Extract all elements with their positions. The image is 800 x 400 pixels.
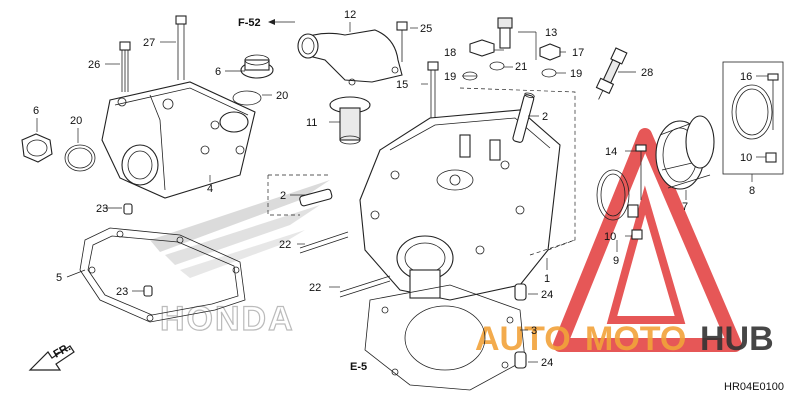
part-5-head-cover-gasket [79, 227, 246, 323]
callout-21: 21 [515, 61, 527, 73]
callout-4: 4 [207, 183, 213, 195]
part-4-head-cover [101, 81, 256, 199]
callout-2b: 2 [280, 190, 286, 202]
part-25-bolt [396, 21, 408, 62]
callout-24a: 24 [541, 289, 553, 301]
part-11-thermostat [329, 96, 371, 145]
part-28-spark-plug [595, 47, 628, 100]
site-logo-triangle [553, 128, 742, 352]
callout-9: 9 [613, 255, 619, 267]
callout-13: 13 [545, 27, 557, 39]
part-6-oil-cap-upper [240, 54, 274, 79]
part-21-washer [489, 61, 505, 71]
callout-14: 14 [605, 146, 617, 158]
site-watermark-hub: HUB [700, 320, 774, 358]
callout-24b: 24 [541, 357, 553, 369]
ref-box-top [459, 87, 576, 251]
part-20-o-ring-upper [232, 90, 262, 106]
callout-22b: 22 [309, 282, 321, 294]
diagram-code: HR04E0100 [724, 381, 784, 393]
front-direction-arrow [28, 345, 75, 371]
callout-12: 12 [344, 9, 356, 21]
callout-6a: 6 [215, 66, 221, 78]
ref-box-head [267, 174, 330, 216]
part-24-dowel-pin-2 [514, 351, 527, 369]
part-23-dowel-pin-2 [143, 285, 153, 297]
part-23-dowel-pin [123, 203, 133, 215]
callout-27: 27 [143, 37, 155, 49]
callout-25: 25 [420, 23, 432, 35]
callout-11: 11 [306, 117, 317, 129]
part-8-band-box [722, 61, 784, 175]
callout-6b: 6 [33, 105, 39, 117]
callout-26: 26 [88, 59, 100, 71]
callout-20a: 20 [276, 90, 288, 102]
part-17-cap-nut [539, 43, 561, 61]
part-6-oil-cap [21, 133, 53, 163]
callout-10b: 10 [740, 152, 752, 164]
part-22-stud [299, 231, 349, 254]
ref-f52: F-52 [238, 17, 261, 29]
part-2-pipe-left [299, 188, 333, 207]
direction-label: FR. [52, 341, 73, 360]
callout-19b: 19 [570, 68, 582, 80]
part-2-pipe [512, 92, 535, 143]
callout-3: 3 [531, 325, 537, 337]
part-13-temp-sensor [497, 17, 513, 49]
callout-5: 5 [56, 272, 62, 284]
callout-17: 17 [572, 47, 584, 59]
leader-lines [36, 22, 768, 363]
callout-7: 7 [682, 201, 688, 213]
callout-1: 1 [544, 273, 550, 285]
part-10-nut [631, 229, 643, 240]
part-24-dowel-pin [514, 283, 527, 301]
callout-23a: 23 [96, 203, 108, 215]
callout-19a: 19 [444, 71, 456, 83]
callout-22a: 22 [279, 239, 291, 251]
part-20-o-ring [64, 144, 96, 172]
f52-arrowhead [268, 19, 275, 25]
callout-20b: 20 [70, 115, 82, 127]
site-watermark-moto: MOTO [585, 320, 686, 358]
callout-28: 28 [641, 67, 653, 79]
part-9-band-assembly [596, 169, 639, 221]
callout-2a: 2 [542, 111, 548, 123]
callout-10a: 10 [604, 231, 616, 243]
callout-15: 15 [396, 79, 408, 91]
part-12-thermostat-cover [297, 29, 403, 86]
callout-8: 8 [749, 185, 755, 197]
part-15-bolt [427, 61, 439, 118]
ref-box-gasket [529, 239, 576, 256]
ref-e5: E-5 [350, 361, 367, 373]
part-3-head-gasket [364, 284, 526, 391]
part-19-washer-2 [541, 68, 557, 78]
callout-23b: 23 [116, 286, 128, 298]
part-22-stud-2 [339, 275, 391, 298]
callout-18: 18 [444, 47, 456, 59]
callout-16: 16 [740, 71, 752, 83]
part-7-intake-insulator [655, 115, 715, 190]
part-14-screw [635, 144, 647, 200]
part-1-cylinder-head [359, 109, 561, 301]
part-27-bolt [175, 15, 187, 80]
honda-wing-watermark [150, 180, 330, 278]
part-26-bolt [119, 41, 131, 92]
part-18-cap-nut [469, 39, 495, 57]
